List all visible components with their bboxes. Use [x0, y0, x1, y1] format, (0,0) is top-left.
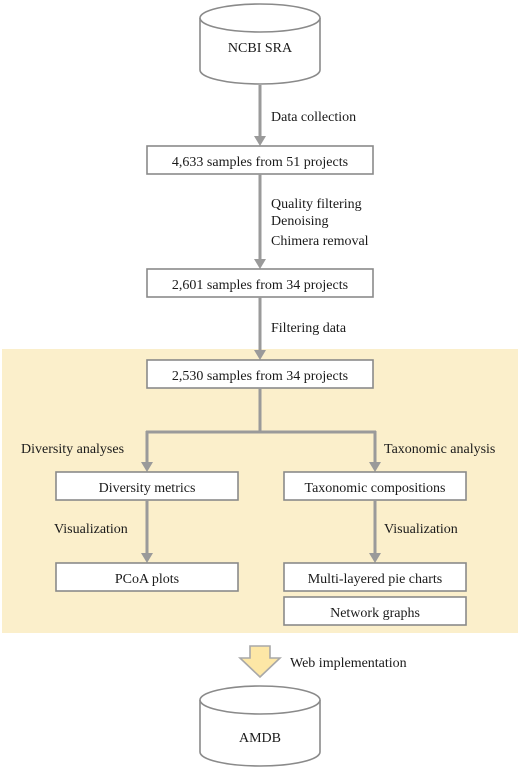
network-graphs-label: Network graphs — [330, 606, 420, 621]
chimera-removal-label: Chimera removal — [271, 234, 369, 249]
visualization-right-label: Visualization — [384, 522, 458, 537]
samples-2530-label: 2,530 samples from 34 projects — [172, 369, 348, 384]
ncbi-sra-database: NCBI SRA — [199, 3, 321, 85]
ncbi-sra-label: NCBI SRA — [228, 41, 293, 56]
pie-charts-label: Multi-layered pie charts — [308, 572, 443, 587]
taxonomic-analysis-label: Taxonomic analysis — [384, 442, 495, 457]
quality-filtering-label: Quality filtering — [271, 197, 362, 212]
visualization-left-label: Visualization — [54, 522, 128, 537]
amdb-database: AMDB — [199, 685, 321, 767]
amdb-label: AMDB — [239, 731, 281, 746]
network-graphs-box — [283, 596, 467, 626]
samples-4633-box — [146, 145, 374, 175]
data-collection-label: Data collection — [271, 110, 356, 125]
samples-4633-label: 4,633 samples from 51 projects — [172, 155, 348, 170]
pie-charts-box — [283, 562, 467, 592]
pcoa-plots-label: PCoA plots — [115, 572, 179, 587]
taxonomic-compositions-label: Taxonomic compositions — [305, 481, 446, 496]
web-implementation-label: Web implementation — [290, 656, 407, 671]
filtering-data-label: Filtering data — [271, 321, 347, 336]
diversity-metrics-label: Diversity metrics — [99, 481, 196, 496]
denoising-label: Denoising — [271, 214, 329, 229]
pcoa-plots-box — [55, 562, 239, 592]
samples-2601-label: 2,601 samples from 34 projects — [172, 278, 348, 293]
samples-2530-box — [146, 359, 374, 389]
web-implementation-arrow — [237, 645, 283, 679]
diversity-analyses-label: Diversity analyses — [21, 442, 124, 457]
